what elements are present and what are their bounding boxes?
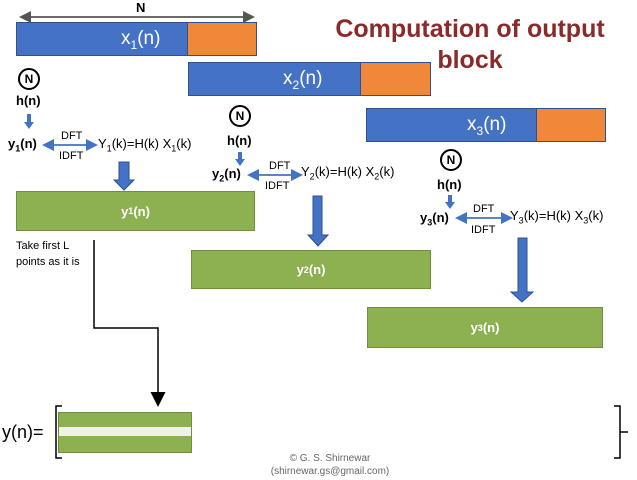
output-left-bracket xyxy=(55,405,62,459)
take-first-l-note: Take first L points as it is xyxy=(16,238,80,270)
output-y1-segment xyxy=(58,412,192,453)
block-length-label: N xyxy=(136,0,146,15)
output-right-bracket xyxy=(614,405,628,459)
copyright-notice: © G. S. Shirnewar (shirnewar.gs@gmail.co… xyxy=(230,452,430,478)
h-label-2: h(n) xyxy=(227,133,252,148)
h-label-3: h(n) xyxy=(437,177,462,192)
output-sequence-label: y(n)= xyxy=(2,422,44,442)
copyright-line-2: (shirnewar.gs@gmail.com) xyxy=(270,466,390,477)
note-line-2: points as it is xyxy=(16,256,80,268)
title-line-1: Computation of output xyxy=(335,15,605,43)
input-block-x1: x1(n) xyxy=(16,22,257,56)
idft-label-3: IDFT xyxy=(471,224,496,236)
overlap-segment-x2 xyxy=(360,63,430,95)
input-block-x2: x2(n) xyxy=(188,62,431,96)
dft-idft-arrows xyxy=(42,139,513,224)
freq-eq-2: Y2(k)=H(k) X2(k) xyxy=(301,164,395,182)
dft-label-3: DFT xyxy=(473,203,495,215)
note-line-1: Take first L xyxy=(16,240,70,252)
overlap-segment-x1 xyxy=(187,23,256,55)
freq-eq-1: Y1(k)=H(k) X1(k) xyxy=(98,136,192,154)
freq-eq-3: Y3(k)=H(k) X3(k) xyxy=(510,208,604,226)
input-block-x3: x3(n) xyxy=(366,108,606,142)
n-circle-2: N xyxy=(229,105,251,127)
y-label-2: y2(n) xyxy=(212,166,241,184)
input-label-x1: x1(n) xyxy=(121,28,161,52)
idft-label-1: IDFT xyxy=(59,150,84,162)
n-circle-3: N xyxy=(440,149,462,171)
dft-label-1: DFT xyxy=(61,130,83,142)
idft-output-arrows xyxy=(112,161,535,303)
take-first-l-path xyxy=(93,240,166,407)
overlap-segment-x3 xyxy=(536,109,605,141)
dft-label-2: DFT xyxy=(269,160,291,172)
n-circle-1: N xyxy=(18,68,40,90)
slide-title: Computation of output block xyxy=(320,14,620,76)
h-to-y-arrows xyxy=(24,114,455,209)
idft-label-2: IDFT xyxy=(265,180,290,192)
h-label-1: h(n) xyxy=(16,93,41,108)
title-line-2: block xyxy=(437,46,503,74)
input-label-x2: x2(n) xyxy=(283,68,323,92)
output-segment-highlight xyxy=(59,427,191,436)
y-label-1: y1(n) xyxy=(8,136,37,154)
copyright-line-1: © G. S. Shirnewar xyxy=(289,453,371,464)
input-label-x3: x3(n) xyxy=(467,114,507,138)
y-label-3: y3(n) xyxy=(420,210,449,228)
